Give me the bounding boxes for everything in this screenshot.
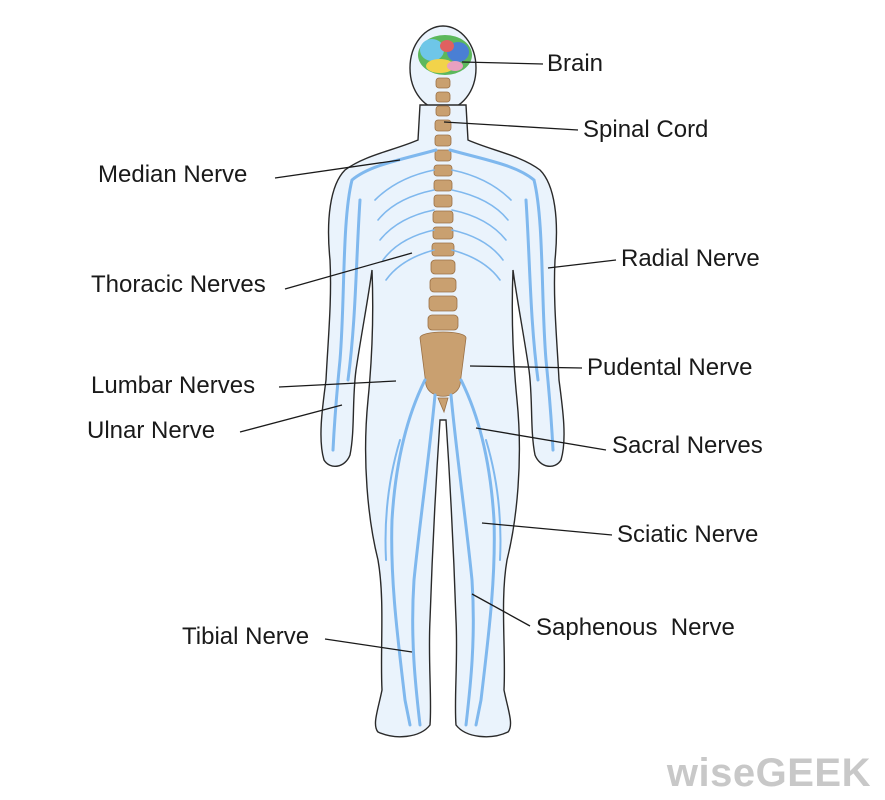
label-radial-nerve: Radial Nerve xyxy=(621,245,760,272)
label-sacral-nerves: Sacral Nerves xyxy=(612,432,763,459)
spinal-column xyxy=(419,77,467,414)
label-sciatic-nerve: Sciatic Nerve xyxy=(617,521,759,548)
leader-lines xyxy=(239,61,617,653)
label-pudental-nerve: Pudental Nerve xyxy=(587,354,753,381)
label-saphenous-nerve: Saphenous Nerve xyxy=(536,614,735,641)
label-ulnar-nerve: Ulnar Nerve xyxy=(87,417,216,444)
label-spinal-cord: Spinal Cord xyxy=(583,116,709,143)
wisegeek-watermark: wiseGEEK xyxy=(666,751,871,795)
brain-graphic xyxy=(418,35,472,75)
label-median-nerve: Median Nerve xyxy=(98,161,248,188)
label-lumbar-nerves: Lumbar Nerves xyxy=(91,372,256,399)
label-tibial-nerve: Tibial Nerve xyxy=(182,623,310,650)
label-thoracic-nerves: Thoracic Nerves xyxy=(91,271,266,298)
label-brain: Brain xyxy=(547,50,604,77)
